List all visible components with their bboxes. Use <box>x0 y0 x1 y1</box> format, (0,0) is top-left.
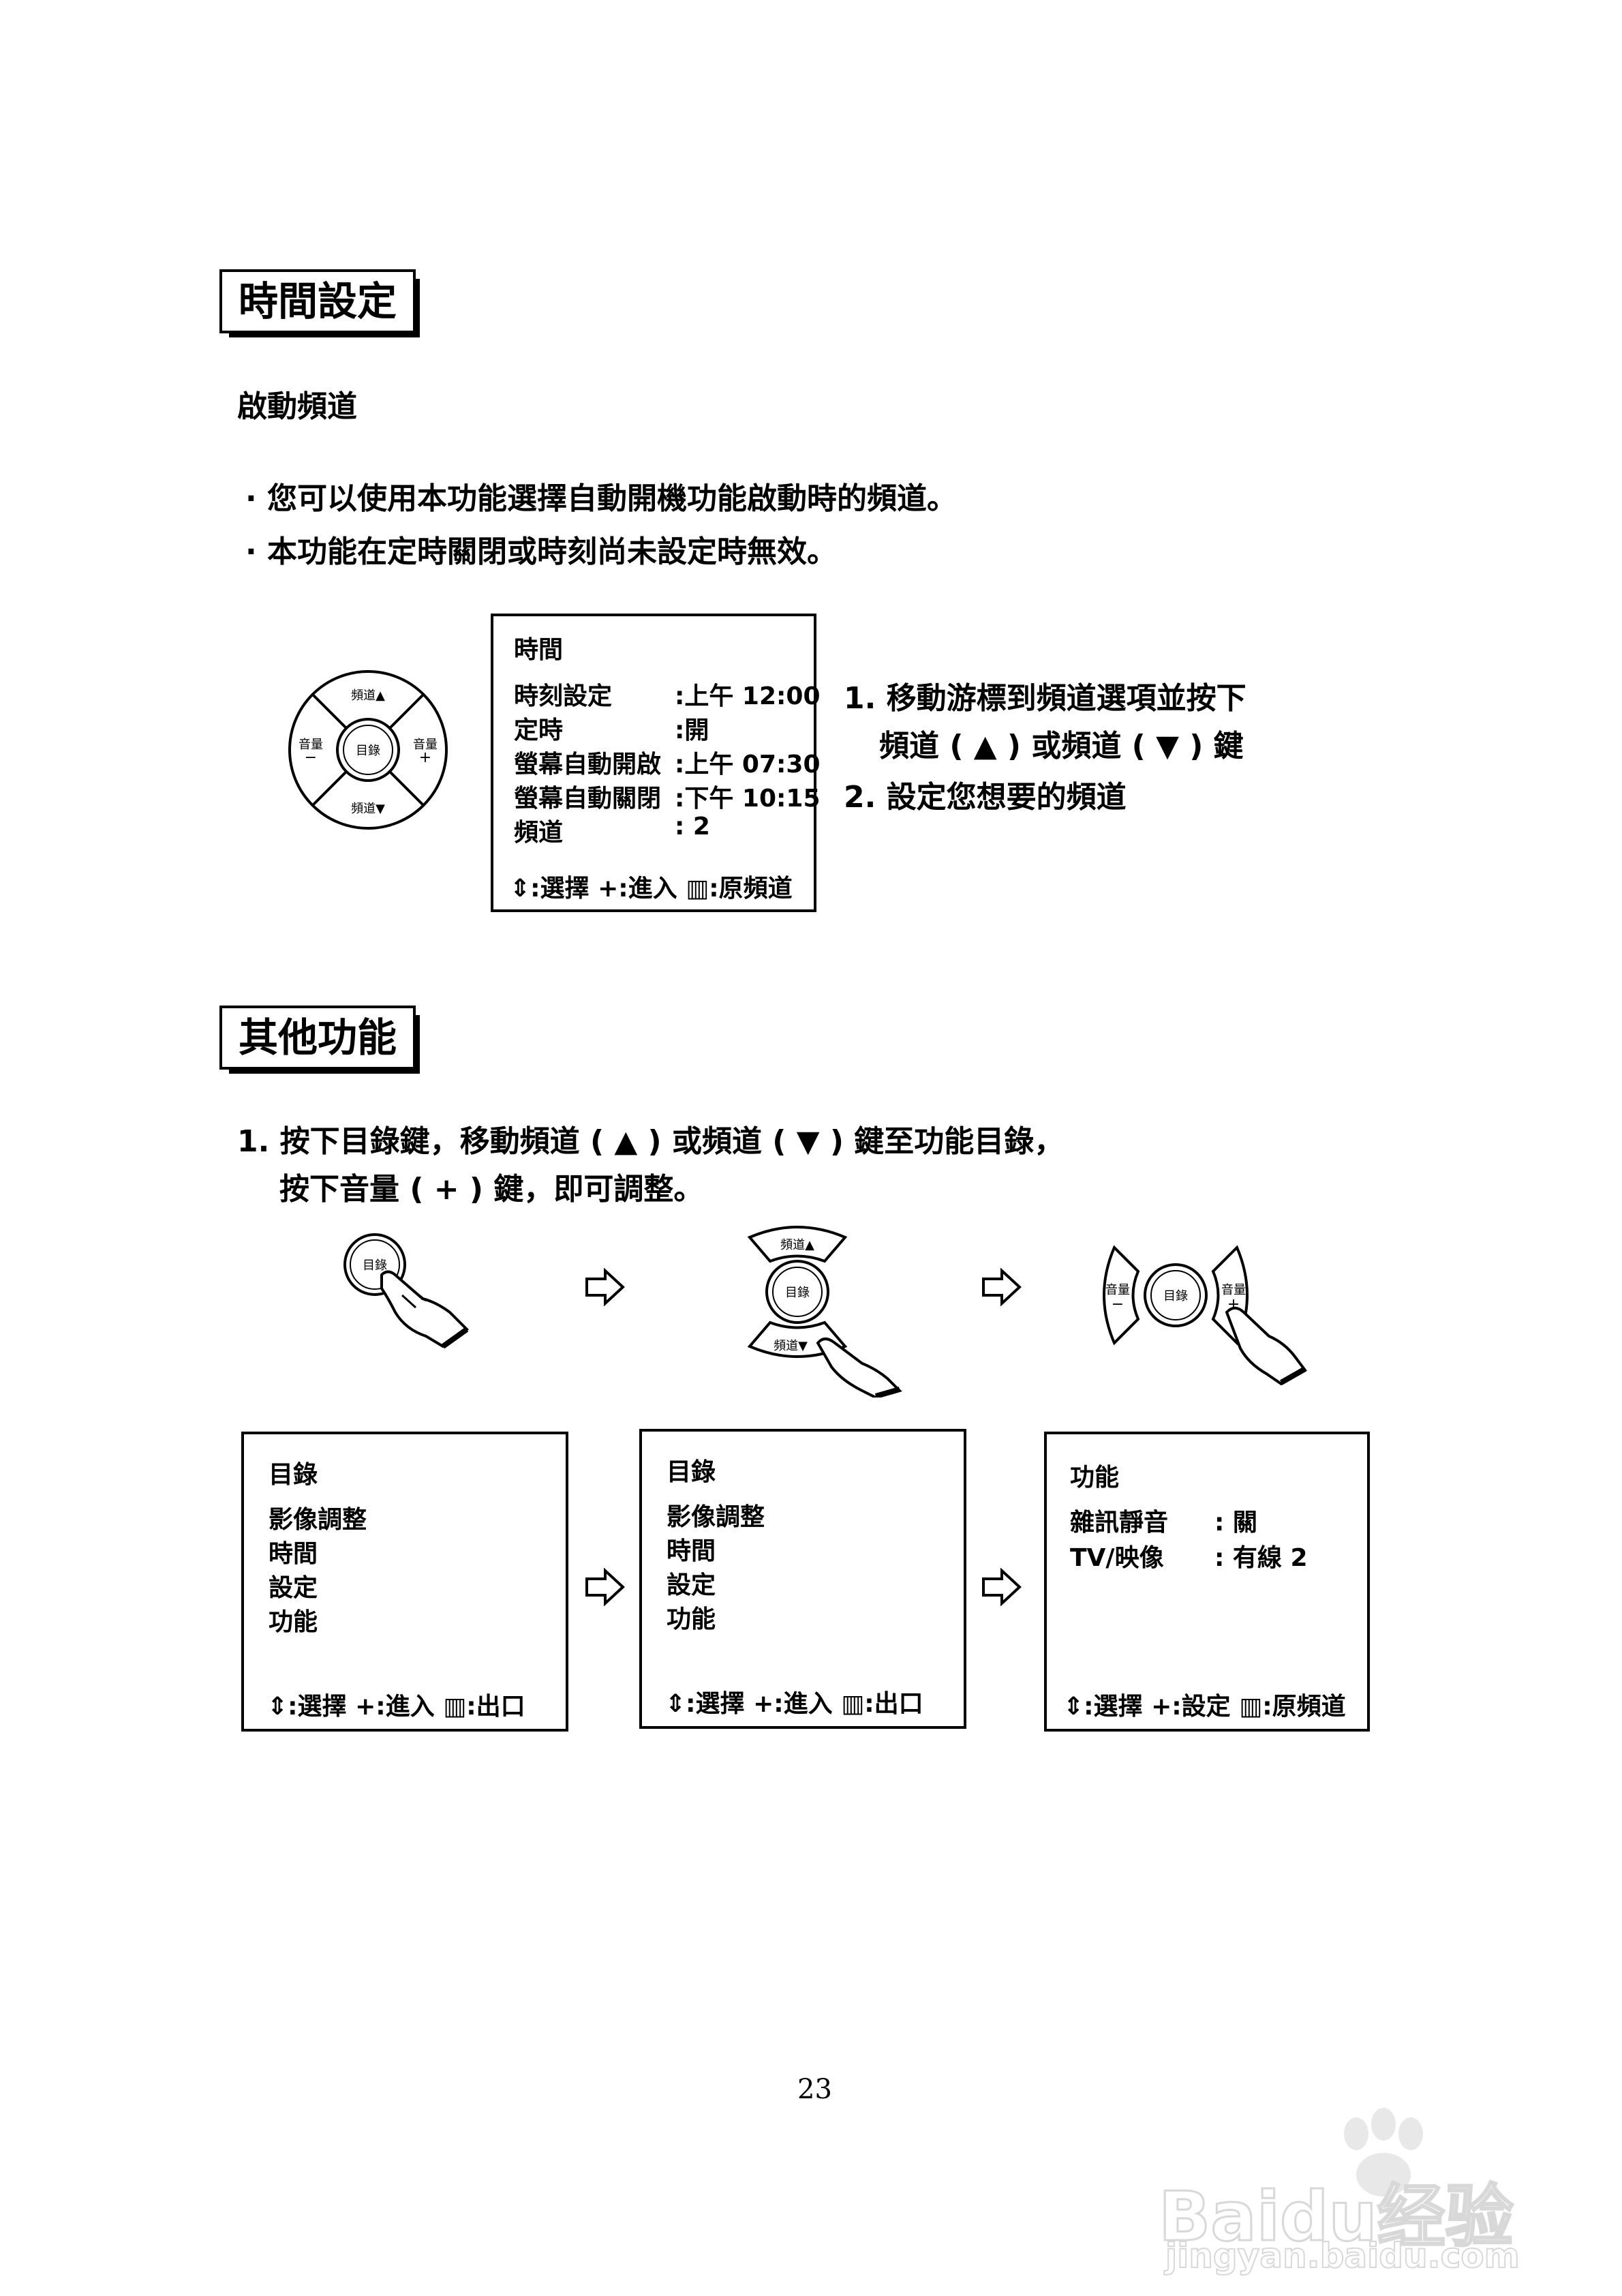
osd-row-label: 定時 <box>514 716 564 744</box>
hand-press-menu-illustration: 目錄 <box>343 1233 470 1349</box>
osd-row-label: 螢幕自動開啟 <box>514 751 662 779</box>
menu-item: 影像調整 <box>269 1506 367 1534</box>
osd-row-value: :上午 12:00 <box>675 682 821 710</box>
menu-item: 時間 <box>269 1540 318 1568</box>
svg-text:目錄: 目錄 <box>363 1258 387 1273</box>
section-title-other-functions: 其他功能 <box>219 1006 420 1074</box>
svg-text:−: − <box>1112 1296 1124 1313</box>
watermark-url: jingyan.baidu.com <box>1165 2235 1520 2276</box>
osd-main-menu-1: 目錄 影像調整 時間 設定 功能 ⇕:選擇 +:進入 ▥:出口 <box>241 1432 568 1732</box>
osd-footer: ⇕:選擇 +:進入 ▥:原頻道 <box>510 875 793 903</box>
menu-item: 影像調整 <box>667 1503 765 1531</box>
ch-down-label: 頻道▼ <box>351 802 385 816</box>
hand-press-volume-illustration: 音量 − 目錄 音量 + <box>1103 1245 1307 1386</box>
menu-title: 功能 <box>1070 1464 1120 1492</box>
osd-time-menu: 時間 時刻設定 :上午 12:00 定時 :開 螢幕自動開啟 :上午 07:30… <box>491 614 821 912</box>
menu-title: 目錄 <box>667 1458 716 1486</box>
remote-dpad: 頻道▲ 頻道▼ 音量 − 音量 + 目錄 <box>288 670 448 830</box>
menu-label: 目錄 <box>356 744 380 758</box>
menu-footer: ⇕:選擇 +:進入 ▥:出口 <box>267 1693 525 1721</box>
svg-text:目錄: 目錄 <box>1163 1289 1188 1303</box>
step-1-line2: 頻道 ( ▲ ) 或頻道 ( ▼ ) 鍵 <box>879 729 1244 764</box>
osd-row-value: :開 <box>675 716 709 744</box>
subheading-startup-channel: 啟動頻道 <box>237 389 357 424</box>
hand-press-channel-illustration: 頻道▲ 目錄 頻道▼ <box>747 1226 902 1398</box>
bullet-1: · 您可以使用本功能選擇自動開機功能啟動時的頻道。 <box>245 481 958 516</box>
menu-item: 設定 <box>667 1571 716 1599</box>
menu-footer: ⇕:選擇 +:進入 ▥:出口 <box>665 1690 923 1718</box>
menu-item: 功能 <box>667 1605 716 1633</box>
osd-row-label: 時刻設定 <box>514 682 613 710</box>
svg-text:音量: 音量 <box>1221 1283 1246 1297</box>
next-arrow-icon <box>585 1268 625 1306</box>
osd-row-label: 頻道 <box>514 819 564 847</box>
svg-text:−: − <box>305 749 317 766</box>
svg-text:頻道▼: 頻道▼ <box>774 1339 808 1353</box>
svg-text:音量: 音量 <box>1105 1283 1130 1297</box>
menu-item: 功能 <box>269 1608 318 1636</box>
menu-row-value: : 有線 2 <box>1214 1544 1308 1572</box>
menu-row-label: TV/映像 <box>1070 1544 1164 1572</box>
step-line-1: 1. 按下目錄鍵，移動頻道 ( ▲ ) 或頻道 ( ▼ ) 鍵至功能目錄， <box>237 1124 1065 1159</box>
baidu-watermark-logo: Baidu经验 jingyan.baidu.com <box>1158 2106 1554 2276</box>
svg-text:目錄: 目錄 <box>785 1286 810 1300</box>
step-line-2: 按下音量 ( + ) 鍵，即可調整。 <box>279 1172 704 1207</box>
next-arrow-icon <box>585 1568 625 1606</box>
svg-text:+: + <box>419 749 431 766</box>
osd-row-label: 螢幕自動關閉 <box>514 785 662 813</box>
osd-function-menu: 功能 雜訊靜音 : 關 TV/映像 : 有線 2 ⇕:選擇 +:設定 ▥:原頻道 <box>1044 1432 1370 1732</box>
ch-up-label: 頻道▲ <box>351 689 385 703</box>
bullet-2: · 本功能在定時關閉或時刻尚未設定時無效。 <box>245 534 838 569</box>
svg-text:頻道▲: 頻道▲ <box>780 1238 814 1252</box>
osd-main-menu-2: 目錄 影像調整 時間 設定 功能 ⇕:選擇 +:進入 ▥:出口 <box>639 1429 966 1729</box>
section-title-time-settings: 時間設定 <box>219 269 420 337</box>
paw-icon <box>1344 2108 1423 2196</box>
osd-row-value: :上午 07:30 <box>675 751 821 779</box>
vol-minus-label: 音量 <box>299 738 323 752</box>
page-number: 23 <box>797 2074 832 2105</box>
vol-plus-label: 音量 <box>413 738 438 752</box>
menu-row-label: 雜訊靜音 <box>1070 1509 1169 1537</box>
menu-item: 設定 <box>269 1574 318 1602</box>
watermark-brand: Baidu经验 <box>1158 2176 1515 2258</box>
next-arrow-icon <box>982 1568 1022 1606</box>
osd-row-value: : 2 <box>675 813 710 841</box>
menu-title: 目錄 <box>269 1461 318 1489</box>
next-arrow-icon <box>982 1268 1022 1306</box>
osd-title: 時間 <box>514 636 564 664</box>
menu-row-value: : 關 <box>1214 1509 1257 1537</box>
menu-item: 時間 <box>667 1537 716 1565</box>
step-2: 2. 設定您想要的頻道 <box>844 780 1127 815</box>
osd-row-value: :下午 10:15 <box>675 785 821 813</box>
step-1-line1: 1. 移動游標到頻道選項並按下 <box>844 681 1246 716</box>
menu-footer: ⇕:選擇 +:設定 ▥:原頻道 <box>1063 1693 1346 1721</box>
